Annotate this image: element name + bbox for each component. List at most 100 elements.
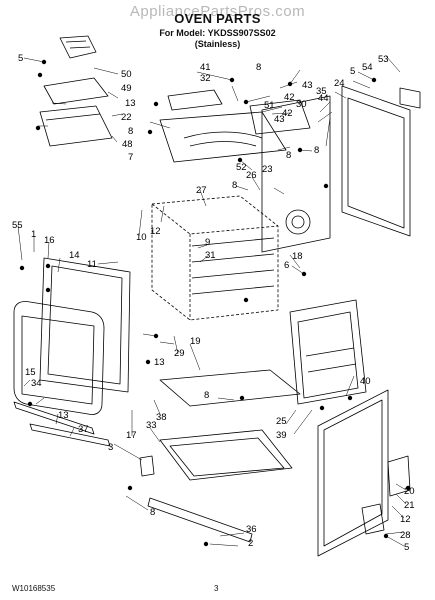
outer-door-glass-part [317, 389, 389, 557]
variant-label: (Stainless) [194, 39, 241, 49]
callout-label: 55 [12, 220, 23, 231]
model-line: For Model: YKDSS907SS02 [159, 28, 276, 38]
callout-label: 2 [248, 538, 253, 549]
callout-label: 8 [286, 150, 291, 161]
side-panel-part [261, 95, 331, 253]
callout-label: 44 [318, 93, 329, 104]
control-bracket-part [249, 99, 311, 135]
callout-label: 23 [262, 164, 273, 175]
callout-label: 7 [128, 152, 133, 163]
callout-label: 8 [256, 62, 261, 73]
callout-label: 25 [276, 416, 287, 427]
callout-label: 43 [274, 114, 285, 125]
callout-label: 13 [125, 98, 136, 109]
document-number: W10168535 [12, 584, 56, 593]
drawer-panel-part [159, 429, 293, 481]
callout-label: 22 [121, 112, 132, 123]
callout-label: 41 [200, 62, 211, 73]
callout-label: 13 [58, 410, 69, 421]
callout-label: 31 [205, 250, 216, 261]
callout-label: 13 [154, 357, 165, 368]
oven-cavity-part [151, 195, 279, 321]
drawer-slide-part [147, 497, 253, 543]
leader-lines [17, 55, 407, 547]
callout-label: 33 [146, 420, 157, 431]
callout-label: 39 [276, 430, 287, 441]
callout-label: 48 [122, 139, 133, 150]
page-number: 3 [214, 584, 219, 593]
callout-label: 6 [284, 260, 289, 271]
callout-label: 21 [404, 500, 415, 511]
callout-label: 42 [284, 92, 295, 103]
callout-label: 17 [126, 430, 137, 441]
callout-label: 12 [400, 514, 411, 525]
callout-label: 5 [18, 53, 23, 64]
callout-label: 51 [264, 100, 275, 111]
callout-label: 9 [205, 237, 210, 248]
callout-label: 20 [404, 486, 415, 497]
callout-label: 24 [334, 78, 345, 89]
callout-label: 49 [121, 83, 132, 94]
site-watermark: AppliancePartsPros.com [129, 3, 306, 20]
rear-panel-part [341, 85, 411, 237]
hinge-part [387, 455, 411, 497]
screw-glyphs [19, 59, 411, 547]
inner-door-panel-part [289, 299, 367, 405]
callout-label: 5 [404, 542, 409, 553]
callout-label: 52 [236, 162, 247, 173]
callout-label: 11 [87, 259, 97, 270]
vent-duct-part [59, 35, 97, 59]
callout-label: 3 [108, 442, 113, 453]
callout-label: 35 [316, 86, 327, 97]
callout-label: 8 [314, 145, 319, 156]
callout-label: 5 [350, 66, 355, 77]
hinge-receiver-part [361, 503, 385, 535]
door-gasket-part [13, 301, 105, 415]
oven-bottom-part [159, 369, 301, 407]
drawer-bracket-part [139, 455, 155, 477]
callout-label: 32 [200, 73, 211, 84]
callout-label: 27 [196, 185, 207, 196]
door-strip-part [29, 423, 111, 447]
probe-bracket-part [167, 89, 223, 111]
callout-label: 37 [78, 424, 89, 435]
fan-part [285, 209, 311, 235]
callout-label: 40 [360, 376, 371, 387]
callout-label: 50 [121, 69, 132, 80]
callout-label: 30 [296, 99, 307, 110]
callout-label: 36 [246, 524, 257, 535]
door-frame-part [39, 257, 131, 393]
callout-label: 53 [378, 54, 389, 65]
callout-label: 15 [25, 367, 36, 378]
callout-labels: 5 50 49 13 22 8 48 7 41 32 8 42 43 51 42… [12, 53, 415, 553]
callout-label: 43 [302, 80, 313, 91]
callout-label: 16 [44, 235, 55, 246]
vent-cover-part [39, 105, 113, 147]
callout-label: 8 [150, 507, 155, 518]
rear-mount-part [399, 87, 421, 109]
callout-label: 38 [156, 412, 167, 423]
callout-label: 34 [31, 378, 42, 389]
broil-element-part [183, 131, 263, 147]
callout-label: 28 [400, 530, 411, 541]
callout-label: 18 [292, 251, 303, 262]
callout-label: 8 [204, 390, 209, 401]
vent-bracket-part [43, 77, 109, 105]
callout-label: 12 [150, 226, 161, 237]
callout-label: 10 [136, 232, 147, 243]
trim-strip-part [13, 401, 95, 435]
callout-label: 1 [31, 229, 36, 240]
callout-label: 42 [282, 108, 293, 119]
callout-label: 54 [362, 62, 373, 73]
callout-label: 29 [174, 348, 185, 359]
cavity-racks-part [191, 237, 275, 295]
callout-label: 14 [69, 250, 80, 261]
callout-label: 26 [246, 170, 257, 181]
callout-label: 19 [190, 336, 201, 347]
callout-label: 8 [232, 180, 237, 191]
top-panel-part [159, 111, 287, 163]
callout-label: 8 [128, 126, 133, 137]
page-title: OVEN PARTS [174, 11, 261, 26]
